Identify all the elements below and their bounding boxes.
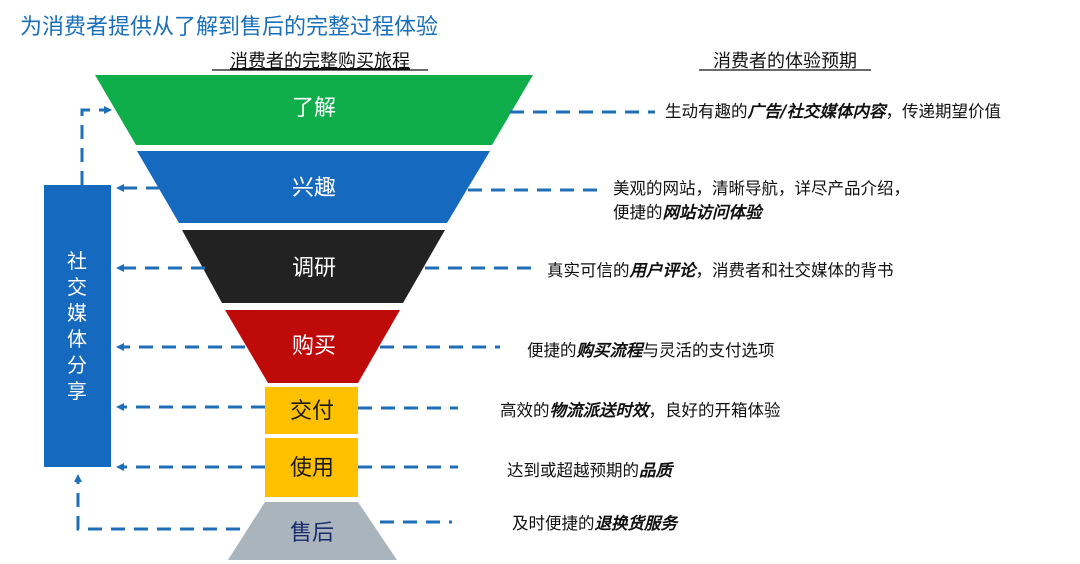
expectation-header: 消费者的体验预期: [713, 51, 857, 72]
expectation-delivery: 高效的物流派送时效，良好的开箱体验: [500, 401, 781, 420]
stage-shape-delivery: [265, 387, 358, 434]
text-segment: 便捷的: [613, 203, 663, 222]
side-char: 交: [67, 275, 87, 299]
text-segment: 高效的: [500, 401, 550, 420]
text-segment: 真实可信的: [547, 261, 630, 280]
expectation-awareness: 生动有趣的广告/社交媒体内容，传递期望价值: [665, 102, 1001, 121]
text-segment: 便捷的: [527, 341, 577, 360]
social-sharing-label: 社 交 媒 体 分 享: [67, 249, 87, 403]
stage-label-usage: 使用: [290, 456, 334, 481]
side-char: 分: [67, 353, 87, 377]
stage-shape-usage: [265, 438, 358, 497]
text-segment: 及时便捷的: [512, 514, 595, 533]
emphasis-segment: 退换货服务: [595, 514, 680, 533]
text-segment: ，传递期望价值: [886, 102, 1002, 121]
emphasis-segment: 用户评论: [629, 261, 699, 280]
side-char: 享: [67, 379, 87, 403]
stage-shape-purchase: [225, 310, 400, 383]
emphasis-segment: 网站访问体验: [663, 203, 765, 222]
side-char: 媒: [67, 301, 87, 325]
expectation-aftersales: 及时便捷的退换货服务: [512, 514, 680, 533]
stage-label-aftersales: 售后: [290, 521, 334, 546]
arrow-aftersales-to-sharing: [74, 474, 240, 531]
text-segment: ，良好的开箱体验: [649, 401, 782, 420]
text-segment: 生动有趣的: [665, 102, 748, 121]
stage-shape-research: [182, 230, 445, 303]
stage-label-interest: 兴趣: [292, 176, 336, 201]
arrow-awareness-to-sharing: [80, 106, 112, 185]
stage-label-purchase: 购买: [292, 334, 336, 359]
side-char: 社: [67, 249, 87, 273]
emphasis-segment: 品质: [639, 461, 675, 480]
text-segment: 美观的网站，清晰导航，详尽产品介绍，: [613, 179, 910, 198]
stage-shape-awareness: [95, 75, 533, 145]
text-segment: 达到或超越预期的: [507, 461, 639, 480]
emphasis-segment: 购买流程: [576, 341, 646, 360]
emphasis-segment: 广告/社交媒体内容: [748, 102, 889, 121]
stage-shape-interest: [137, 151, 490, 223]
stage-shape-aftersales: [228, 502, 397, 560]
journey-header: 消费者的完整购买旅程: [230, 51, 410, 72]
text-segment: ，消费者和社交媒体的背书: [696, 261, 894, 280]
text-segment: 与灵活的支付选项: [643, 341, 775, 360]
stage-label-awareness: 了解: [292, 96, 336, 121]
expectation-interest-line2: 便捷的网站访问体验: [613, 203, 764, 222]
stage-label-research: 调研: [292, 256, 336, 281]
expectation-purchase: 便捷的购买流程与灵活的支付选项: [527, 341, 775, 360]
expectation-research: 真实可信的用户评论，消费者和社交媒体的背书: [547, 261, 894, 280]
expectation-usage: 达到或超越预期的品质: [507, 461, 675, 480]
expectation-interest-line1: 美观的网站，清晰导航，详尽产品介绍，: [613, 179, 910, 198]
page-title: 为消费者提供从了解到售后的完整过程体验: [20, 15, 438, 40]
social-sharing-box: [44, 185, 111, 467]
emphasis-segment: 物流派送时效: [550, 401, 652, 420]
stage-label-delivery: 交付: [290, 399, 334, 424]
side-char: 体: [67, 327, 87, 351]
